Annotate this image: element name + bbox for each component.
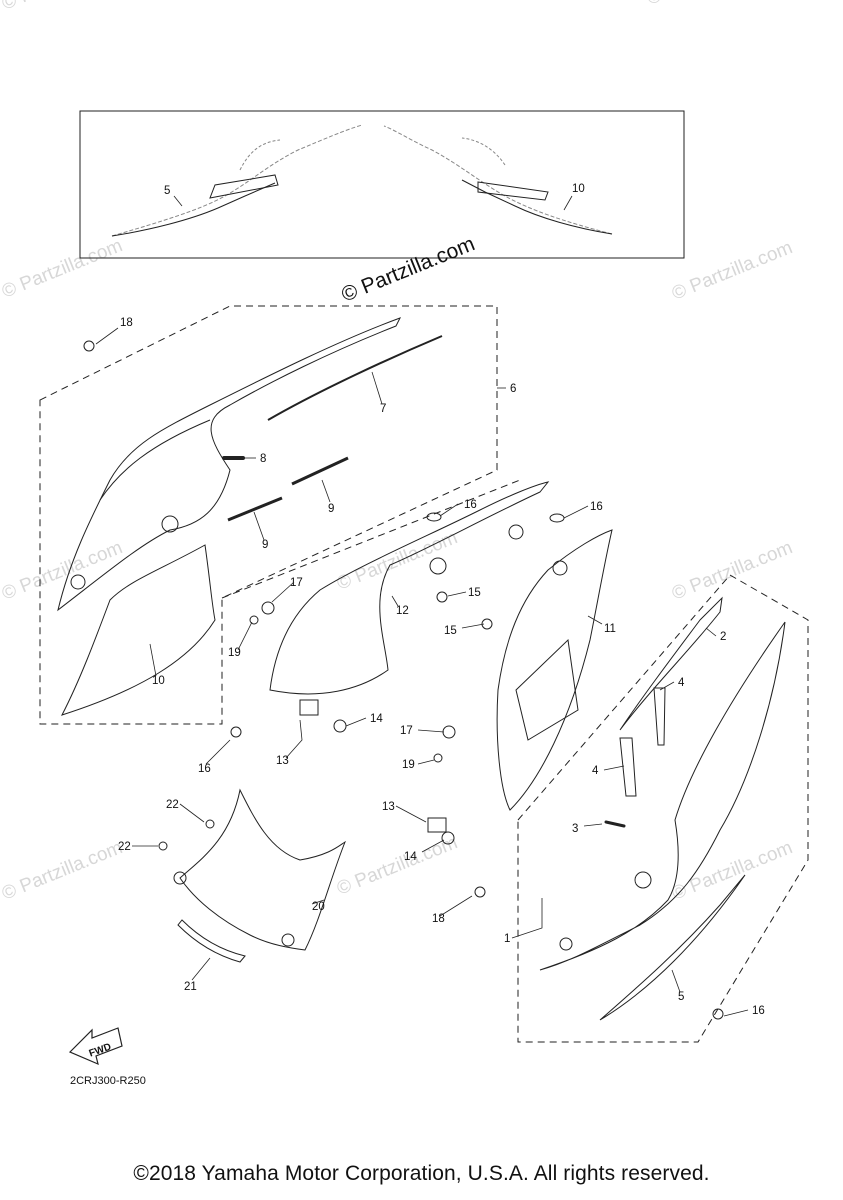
callout-10: 10: [572, 183, 585, 195]
watermark-faint: © Partzilla.com: [0, 537, 126, 604]
fwd-arrow-icon: FWD: [68, 1027, 123, 1066]
callout-16: 16: [590, 501, 603, 513]
callout-9: 9: [262, 539, 268, 551]
inset-frame: [79, 110, 685, 259]
callout-21: 21: [184, 981, 197, 993]
callout-22: 22: [118, 841, 131, 853]
watermark-faint: © Partzilla.com: [669, 537, 796, 604]
callout-1: 1: [504, 933, 510, 945]
copyright-notice: ©2018 Yamaha Motor Corporation, U.S.A. A…: [133, 1162, 710, 1185]
watermark-faint: © Partzilla.com: [0, 837, 126, 904]
leader-lines: [95, 195, 749, 1017]
callout-17: 17: [400, 725, 413, 737]
callout-10: 10: [152, 675, 165, 687]
callout-7: 7: [380, 403, 386, 415]
callout-4: 4: [678, 677, 685, 689]
callout-15: 15: [444, 625, 457, 637]
watermark-faint: © Partzilla.com: [644, 0, 771, 10]
callout-14: 14: [370, 713, 383, 725]
callout-22: 22: [166, 799, 179, 811]
callout-14: 14: [404, 851, 417, 863]
watermark-main: © Partzilla.com: [338, 232, 478, 306]
callout-8: 8: [260, 453, 266, 465]
callout-11: 11: [604, 623, 616, 635]
callout-17: 17: [290, 577, 303, 589]
callout-6: 6: [510, 383, 516, 395]
callout-5: 5: [164, 185, 170, 197]
callout-20: 20: [312, 901, 325, 913]
callout-labels: 1 2 3 4 4 5 5 6 7 8 9 9 10 10 11 12 13 1…: [118, 183, 765, 1017]
watermark-faint: © Partzilla.com: [334, 832, 461, 899]
callout-4: 4: [592, 765, 599, 777]
callout-9: 9: [328, 503, 334, 515]
watermark-faint: © Partzilla.com: [669, 237, 796, 304]
graphics-inset: [79, 110, 685, 259]
inner-panel-group: [83, 340, 724, 1020]
lower-panel-group: [158, 788, 347, 963]
callout-18: 18: [120, 317, 133, 329]
callout-16: 16: [464, 499, 477, 511]
callout-16: 16: [752, 1005, 765, 1017]
side-cover-group-right: [517, 574, 809, 1043]
callout-3: 3: [572, 823, 578, 835]
callout-2: 2: [720, 631, 726, 643]
callout-13: 13: [382, 801, 395, 813]
watermark-faint: © Partzilla.com: [334, 527, 461, 594]
watermark-faint: © Partzilla.com: [0, 0, 126, 15]
callout-18: 18: [432, 913, 445, 925]
callout-16: 16: [198, 763, 211, 775]
callout-5: 5: [678, 991, 684, 1003]
watermark-faint: © Partzilla.com: [0, 235, 126, 302]
callout-12: 12: [396, 605, 409, 617]
callout-19: 19: [228, 647, 241, 659]
side-cover-group-upper: [39, 305, 498, 725]
callout-13: 13: [276, 755, 289, 767]
watermark-faint: © Partzilla.com: [669, 837, 796, 904]
callout-19: 19: [402, 759, 415, 771]
diagram-code: 2CRJ300-R250: [70, 1075, 146, 1087]
callout-15: 15: [468, 587, 481, 599]
watermarks: © Partzilla.com © Partzilla.com © Partzi…: [0, 0, 796, 905]
